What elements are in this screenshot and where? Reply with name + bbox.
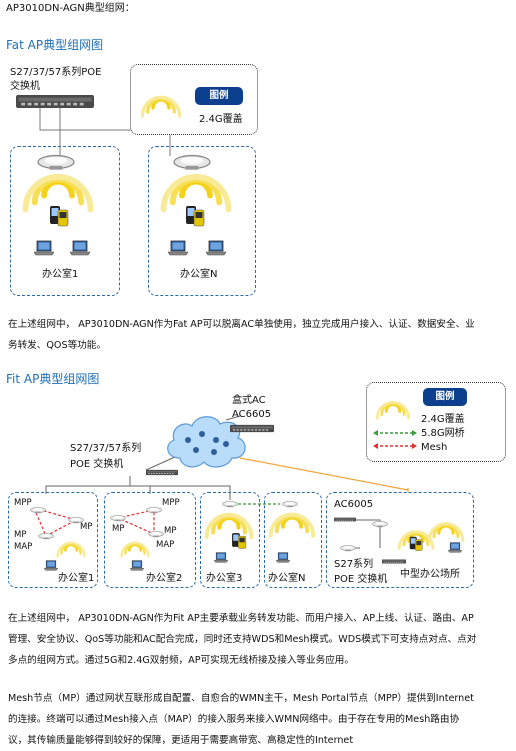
fit-connection-lines <box>32 415 409 549</box>
fat-office-1-label: 办公室1 <box>42 269 79 280</box>
fit-ac-device-icon <box>230 424 274 433</box>
fat-connection-lines <box>39 108 171 156</box>
fat-ap-heading: Fat AP典型组网图 <box>6 38 104 52</box>
fit-office-1-label: 办公室1 <box>58 573 95 584</box>
fat-legend-title: 图例 <box>195 87 243 105</box>
fit-office2-map-ap-icon <box>148 531 164 538</box>
fit-office2-mp-ap-icon <box>110 515 126 522</box>
fit-ac6005-device-icon <box>334 517 356 522</box>
fit-poe-switch-icon <box>146 469 178 476</box>
fit-office3-laptop-icon <box>214 552 228 563</box>
fit-office2-map-label: MAP <box>156 540 175 550</box>
fit-office1-laptop-icon <box>44 560 58 571</box>
fit-office-2-box <box>104 492 196 588</box>
fit-office1-mpp-label: MPP <box>14 498 32 508</box>
fit-office-n-box <box>264 492 322 588</box>
fit-officeN-laptop-icon <box>276 552 290 563</box>
fit-mid-phone-icon <box>409 536 423 551</box>
legend-mesh-arrow-icon <box>373 443 417 449</box>
fit-mid-office-label: 中型办公场所 <box>400 569 460 580</box>
fit-description-paragraph-2: Mesh节点（MP）通过网状互联形成自配置、自愈合的WMN主干，Mesh Por… <box>8 693 474 746</box>
fit-office2-mp-label-a: MP <box>112 524 125 534</box>
fit-mid-ap-icon-2 <box>340 545 356 552</box>
fit-switch-label-2: POE 交换机 <box>70 459 124 470</box>
fit-s27-label-2: POE 交换机 <box>334 574 388 585</box>
fat-description-paragraph: 在上述组网中， AP3010DN-AGN作为Fat AP可以脱离AC单独使用，独… <box>8 319 475 351</box>
fit-s27-switch-icon <box>382 559 406 564</box>
fit-ac-label-2: AC6605 <box>232 409 272 420</box>
fit-office-1-box <box>8 492 98 588</box>
fit-mid-office-box <box>326 492 474 588</box>
fat-legend-coverage-label: 2.4G覆盖 <box>199 114 243 125</box>
fit-legend-title: 图例 <box>423 388 467 406</box>
fit-mid-ap-icon-1 <box>372 521 388 528</box>
fit-mid-laptop-icon <box>448 542 462 553</box>
fit-ac6005-label: AC6005 <box>334 499 374 510</box>
fit-office2-mpp-ap-icon <box>146 507 162 514</box>
fit-officeN-wave-icon <box>268 512 316 538</box>
fat-legend-box: 图例 2.4G覆盖 <box>130 64 258 135</box>
fit-office3-phone-icon <box>231 532 247 549</box>
fit-legend-box: 图例 2.4G覆盖 5.8G网桥 Mesh <box>366 382 506 462</box>
fit-switch-label-1: S27/37/57系列 <box>70 443 142 454</box>
fit-officeN-ap-icon <box>282 501 298 508</box>
fit-s27-label-1: S27系列 <box>334 559 374 570</box>
fit-ac-label-1: 盒式AC <box>232 395 266 406</box>
fit-office1-wave-icon <box>56 541 86 558</box>
fit-legend-wave-icon <box>375 400 411 420</box>
fit-office-n-label: 办公室N <box>268 573 306 584</box>
fit-legend-mesh-label: Mesh <box>421 442 448 453</box>
fat-office-1-box <box>10 146 120 296</box>
fit-office-2-label: 办公室2 <box>146 573 183 584</box>
legend-bridge-arrow-icon <box>373 430 417 436</box>
fit-office2-laptop-icon <box>130 560 144 571</box>
fit-office-3-box <box>200 492 260 588</box>
fit-office1-map-ap-icon <box>38 533 54 540</box>
fit-office1-mpp-ap-icon <box>30 507 46 514</box>
fit-office1-mp-label-a: MP <box>14 530 27 540</box>
fit-office1-mp-label-b: MP <box>80 522 93 532</box>
fat-switch-label-1: S27/37/57系列POE <box>10 67 102 78</box>
fit-office-3-label: 办公室3 <box>206 573 243 584</box>
fit-legend-bridge-label: 5.8G网桥 <box>421 428 465 439</box>
fit-legend-coverage-label: 2.4G覆盖 <box>421 414 465 425</box>
fat-office-n-label: 办公室N <box>180 269 218 280</box>
fit-office1-map-label: MAP <box>14 542 33 552</box>
fat-office-n-box <box>148 146 256 296</box>
fit-description-paragraph-1: 在上述组网中， AP3010DN-AGN作为Fit AP主要承载业务转发功能、而… <box>8 613 477 666</box>
fit-office3-ap-icon <box>222 501 238 508</box>
fit-ap-heading: Fit AP典型组网图 <box>6 372 100 386</box>
fat-switch-label-2: 交换机 <box>10 81 40 92</box>
fit-office2-mp-label-b: MP <box>164 526 177 536</box>
intro-text: AP3010DN-AGN典型组网： <box>6 3 135 14</box>
fit-office2-mpp-label: MPP <box>162 498 180 508</box>
